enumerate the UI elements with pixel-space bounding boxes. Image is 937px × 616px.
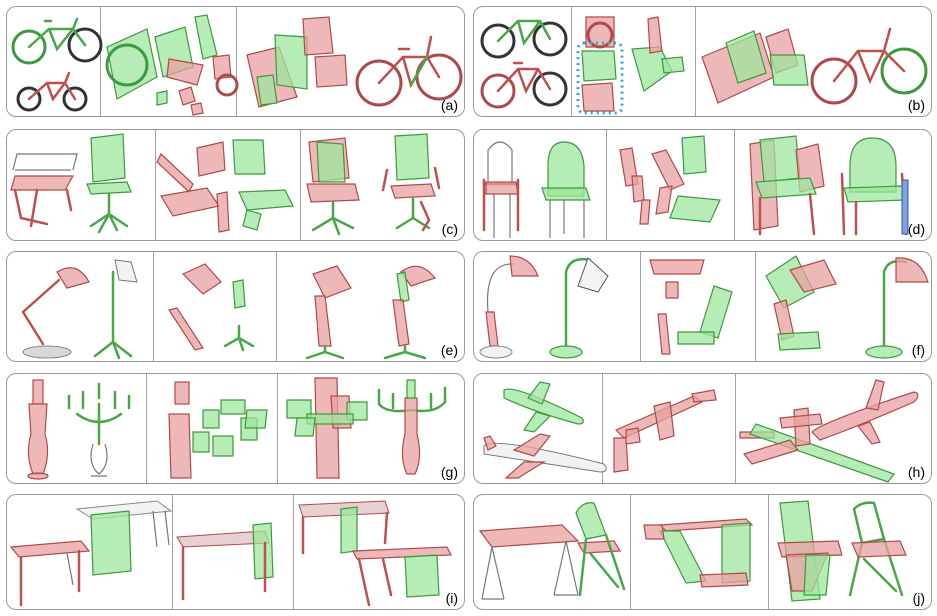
- panel-i: (i): [6, 494, 465, 610]
- panel-d-illustration: [482, 135, 909, 238]
- panel-label: (i): [445, 590, 458, 606]
- panel-e: (e): [6, 251, 465, 362]
- panel-divider: [277, 374, 278, 483]
- panel-divider: [172, 495, 173, 609]
- panel-divider: [236, 7, 237, 116]
- panel-divider: [276, 252, 277, 361]
- panel-label: (a): [440, 97, 458, 113]
- panel-divider: [640, 252, 641, 361]
- panel-label: (j): [912, 590, 925, 606]
- panel-divider: [602, 374, 603, 483]
- panel-divider: [155, 130, 156, 240]
- panel-f: (f): [473, 251, 932, 362]
- panel-divider: [293, 495, 294, 609]
- extra-part: [901, 179, 909, 235]
- panel-divider: [146, 374, 147, 483]
- panel-divider: [734, 130, 735, 240]
- panel-j-illustration: [478, 500, 907, 602]
- panel-label: (d): [907, 221, 925, 237]
- panel-label: (b): [907, 97, 925, 113]
- panel-divider: [571, 7, 572, 116]
- panel-label: (g): [440, 464, 458, 480]
- panel-a-illustration: [11, 14, 463, 116]
- panel-divider: [695, 7, 696, 116]
- panel-divider: [735, 374, 736, 483]
- panel-divider: [606, 130, 607, 240]
- panel-h-illustration: [483, 379, 919, 483]
- panel-d: (d): [473, 129, 932, 241]
- panel-label: (c): [441, 221, 458, 237]
- panel-divider: [630, 495, 631, 609]
- panel-a: (a): [6, 6, 465, 117]
- panel-divider: [755, 252, 756, 361]
- panel-label: (h): [907, 464, 925, 480]
- panel-c-illustration: [10, 133, 441, 236]
- panel-g: (g): [6, 373, 465, 484]
- panel-h: (h): [473, 373, 932, 484]
- panel-f-illustration: [479, 255, 929, 359]
- panel-b-illustration: [480, 16, 928, 115]
- panel-divider: [153, 252, 154, 361]
- panel-e-illustration: [21, 259, 437, 360]
- panel-divider: [768, 495, 769, 609]
- panel-g-illustration: [27, 377, 447, 480]
- panel-divider: [300, 130, 301, 240]
- panel-divider: [100, 7, 101, 116]
- panel-j: (j): [473, 494, 932, 610]
- panel-label: (e): [440, 342, 458, 358]
- panel-i-illustration: [9, 500, 452, 607]
- panel-label: (f): [911, 342, 925, 358]
- panel-b: (b): [473, 6, 932, 117]
- panel-c: (c): [6, 129, 465, 241]
